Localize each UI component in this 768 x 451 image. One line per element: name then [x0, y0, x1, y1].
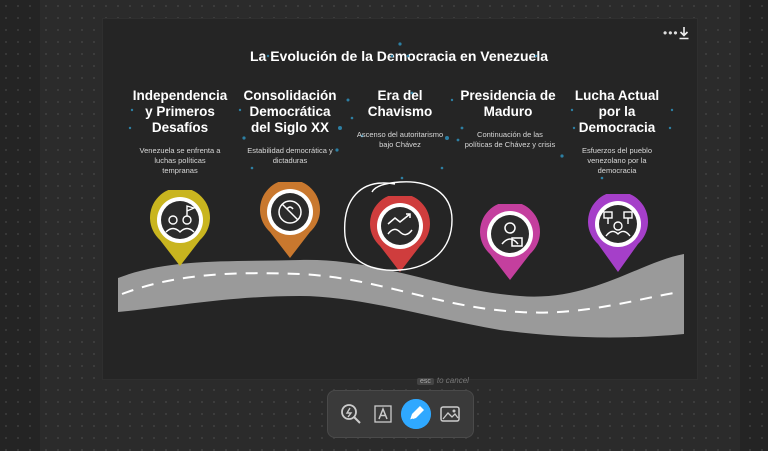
drawing-toolbar	[327, 390, 474, 438]
zoom-tool-icon[interactable]	[336, 399, 366, 429]
cancel-hint-text: to cancel	[437, 376, 469, 385]
text-tool-icon[interactable]	[368, 399, 398, 429]
image-tool-icon[interactable]	[435, 399, 465, 429]
pen-tool-icon[interactable]	[401, 399, 431, 429]
esc-key-badge: esc	[417, 378, 434, 385]
